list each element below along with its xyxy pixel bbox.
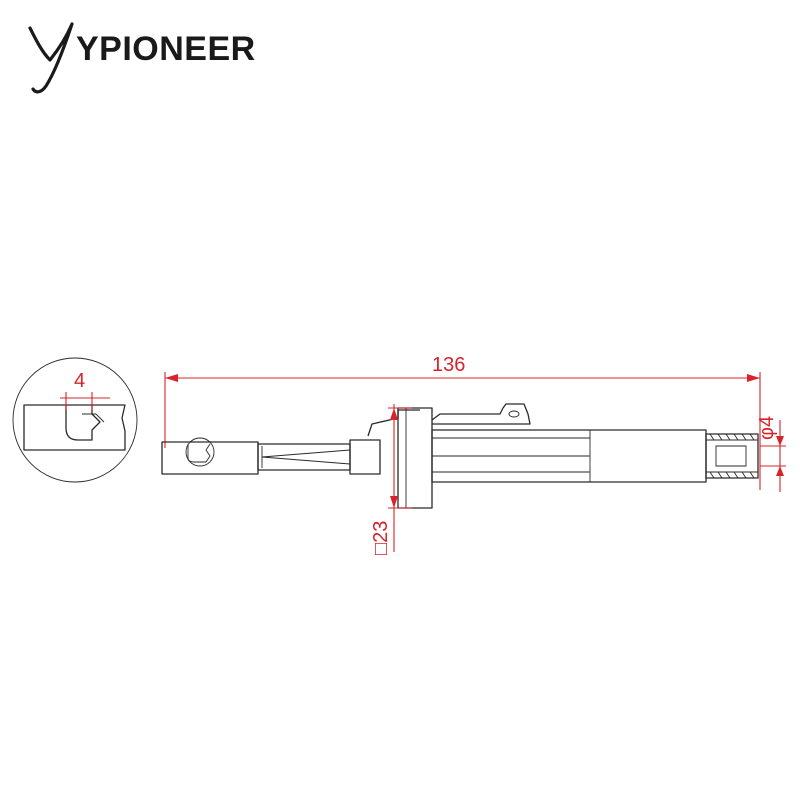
hook-jaw-curve <box>187 443 211 463</box>
diameter-arrow-top <box>776 436 784 446</box>
socket-knurl <box>709 433 755 479</box>
inset-jaw-tip <box>82 413 105 423</box>
overall-length-dimension: 136 <box>164 354 761 490</box>
plug-diameter-label: 4 <box>756 416 778 427</box>
main-barrel <box>431 429 707 483</box>
socket-bore <box>715 445 747 467</box>
socket-rim-lines <box>706 439 758 473</box>
logo-script-y-icon <box>28 22 74 94</box>
diameter-arrow-bottom <box>776 466 784 476</box>
flange-arrow-bottom <box>390 496 398 508</box>
diameter-label-group: φ4 <box>756 416 778 440</box>
needle-taper-lines <box>261 446 351 468</box>
rear-socket <box>705 433 759 479</box>
jaw-opening-label: 4 <box>74 370 85 392</box>
flange-dimension: □23 <box>370 404 412 555</box>
tapered-needle <box>257 443 351 471</box>
brand-logo: YPIONEER <box>28 22 256 94</box>
inset-jaw-outline <box>23 404 126 451</box>
flange-symbol: □ <box>370 543 392 555</box>
overall-length-label: 136 <box>432 354 465 376</box>
hook-tip <box>161 441 259 475</box>
hook-detail-circle <box>185 437 215 467</box>
probe-body <box>161 403 759 509</box>
brand-name: YPIONEER <box>76 30 256 68</box>
svg-text:φ4: φ4 <box>756 416 778 440</box>
length-arrow-left <box>165 374 178 382</box>
slider-hole <box>508 410 520 418</box>
flange-width-label: 23 <box>370 521 392 543</box>
inset-jaw-hook <box>65 405 101 441</box>
svg-text:□23: □23 <box>370 521 392 555</box>
inset-circle <box>12 357 138 483</box>
flange-arrow-top <box>390 408 398 420</box>
plug-diameter-dimension: φ4 <box>756 416 786 492</box>
finger-flange <box>397 407 433 509</box>
length-arrow-right <box>747 374 760 382</box>
probe-neck <box>349 439 381 475</box>
flange-label-group: □23 <box>370 521 392 555</box>
upper-rail <box>431 403 531 425</box>
diameter-symbol: φ <box>756 427 778 440</box>
jaw-detail-inset: 4 <box>12 357 138 483</box>
